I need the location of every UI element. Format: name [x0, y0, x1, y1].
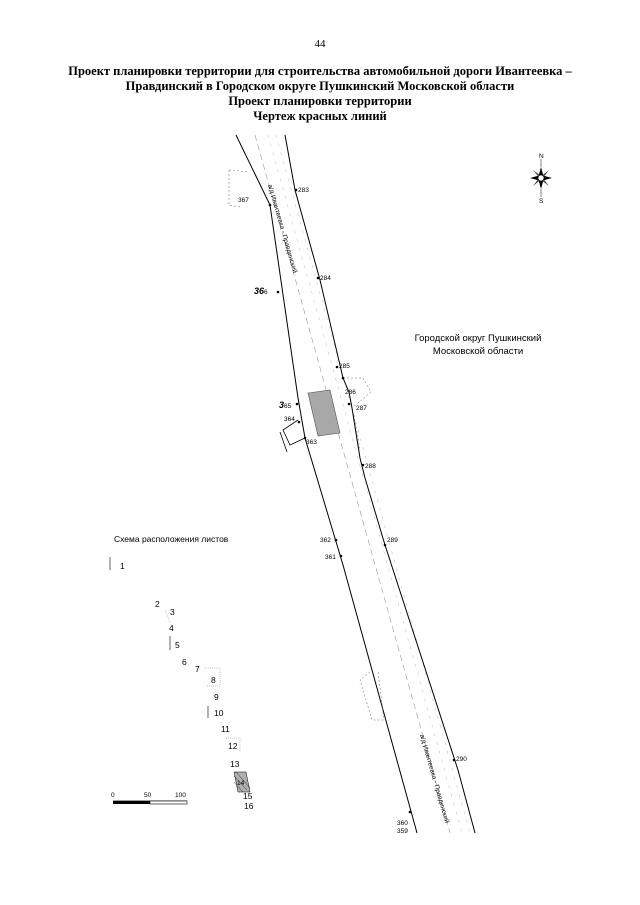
junction-spur	[279, 431, 288, 453]
point-287	[347, 402, 351, 406]
sheet-1[interactable]: 1	[120, 561, 125, 571]
adjacent-plot-top-left-edge	[228, 169, 249, 173]
sheet-2[interactable]: 2	[155, 599, 160, 609]
point-284	[316, 276, 320, 280]
label-289: 289	[387, 537, 398, 544]
north-label: N	[539, 153, 544, 160]
label-359: 359	[397, 828, 408, 835]
scale-tick-100: 100	[175, 792, 186, 799]
point-289	[383, 543, 387, 547]
point-362	[334, 538, 338, 542]
south-label: S	[539, 198, 544, 205]
sheet-15[interactable]: 15	[243, 791, 253, 801]
sheet-7[interactable]: 7	[195, 664, 200, 674]
point-360	[408, 810, 412, 814]
point-365	[295, 402, 299, 406]
adjacent-plot-right-lower	[353, 414, 361, 451]
title-line-2: Правдинский в Городском округе Пушкински…	[125, 79, 515, 93]
sheet-5[interactable]: 5	[175, 640, 180, 650]
label-360: 360	[397, 820, 408, 827]
page-number: 44	[314, 38, 326, 50]
label-288: 288	[365, 463, 376, 470]
structure-block[interactable]	[307, 389, 341, 437]
scale-tick-50: 50	[144, 792, 152, 799]
adjacent-plot-right	[343, 377, 372, 409]
label-284: 284	[320, 275, 331, 282]
road-edge-line-right	[275, 134, 471, 834]
sheet-9[interactable]: 9	[214, 692, 219, 702]
point-361	[339, 554, 343, 558]
sheet-14[interactable]: 14	[237, 780, 245, 787]
label-285: 285	[339, 363, 350, 370]
survey-points	[268, 188, 456, 814]
sheet-6[interactable]: 6	[182, 657, 187, 667]
sheet-14-highlight[interactable]	[233, 771, 251, 793]
junction-outline	[282, 419, 306, 446]
point-285	[335, 365, 339, 369]
label-286: 286	[345, 389, 356, 396]
label-287: 287	[356, 405, 367, 412]
scale-bar: 0 50 100	[111, 792, 188, 805]
title-line-4: Чертеж красных линий	[253, 109, 387, 123]
scale-tick-0: 0	[111, 792, 115, 799]
point-283	[294, 188, 298, 192]
road-edge-line-left	[267, 134, 463, 834]
region-label-line-1: Городской округ Пушкинский	[415, 333, 542, 344]
label-290: 290	[456, 756, 467, 763]
sheet-3[interactable]: 3	[170, 607, 175, 617]
point-364	[297, 420, 301, 424]
sheet-8[interactable]: 8	[211, 675, 216, 685]
sheet-16[interactable]: 16	[244, 801, 254, 811]
label-362: 362	[320, 537, 331, 544]
red-line-right	[284, 134, 476, 834]
point-288	[361, 463, 365, 467]
label-283: 283	[298, 187, 309, 194]
sheet-12[interactable]: 12	[228, 741, 238, 751]
region-label-line-2: Московской области	[433, 346, 523, 357]
sheet-13[interactable]: 13	[230, 759, 240, 769]
sheet-10[interactable]: 10	[214, 708, 224, 718]
road-label-bottom: а/д Ивантеевка - Правдинский	[418, 733, 451, 824]
point-367	[268, 203, 272, 207]
point-366	[276, 290, 280, 294]
title-line-3: Проект планировки территории	[228, 94, 412, 108]
label-366: 366	[254, 286, 268, 296]
label-363: 363	[306, 439, 317, 446]
road-label-top: а/д Ивантеевка - Правдинский	[266, 183, 299, 274]
scheme-title: Схема расположения листов	[114, 534, 229, 544]
title-line-1: Проект планировки территории для строите…	[68, 64, 572, 78]
adjacent-plot-bottom	[359, 671, 384, 721]
road-centerline	[254, 134, 451, 834]
sheet-4[interactable]: 4	[169, 623, 174, 633]
sheet-11[interactable]: 11	[221, 724, 230, 734]
label-365: 365	[279, 400, 292, 410]
north-arrow-icon: N S	[530, 153, 552, 205]
point-363	[303, 436, 307, 440]
drawing-title: Проект планировки территории для строите…	[20, 64, 620, 124]
point-290	[452, 758, 456, 762]
red-line-left	[235, 134, 418, 834]
point-286	[341, 376, 345, 380]
label-361: 361	[325, 554, 336, 561]
label-364: 364	[284, 416, 295, 423]
label-367: 367	[238, 197, 249, 204]
adjacent-plot-bottom-edge	[377, 671, 385, 721]
sheet-scheme[interactable]: 1 2 3 4 5 6 7 8 9 10 11 12 13 14 15 16	[109, 557, 254, 811]
